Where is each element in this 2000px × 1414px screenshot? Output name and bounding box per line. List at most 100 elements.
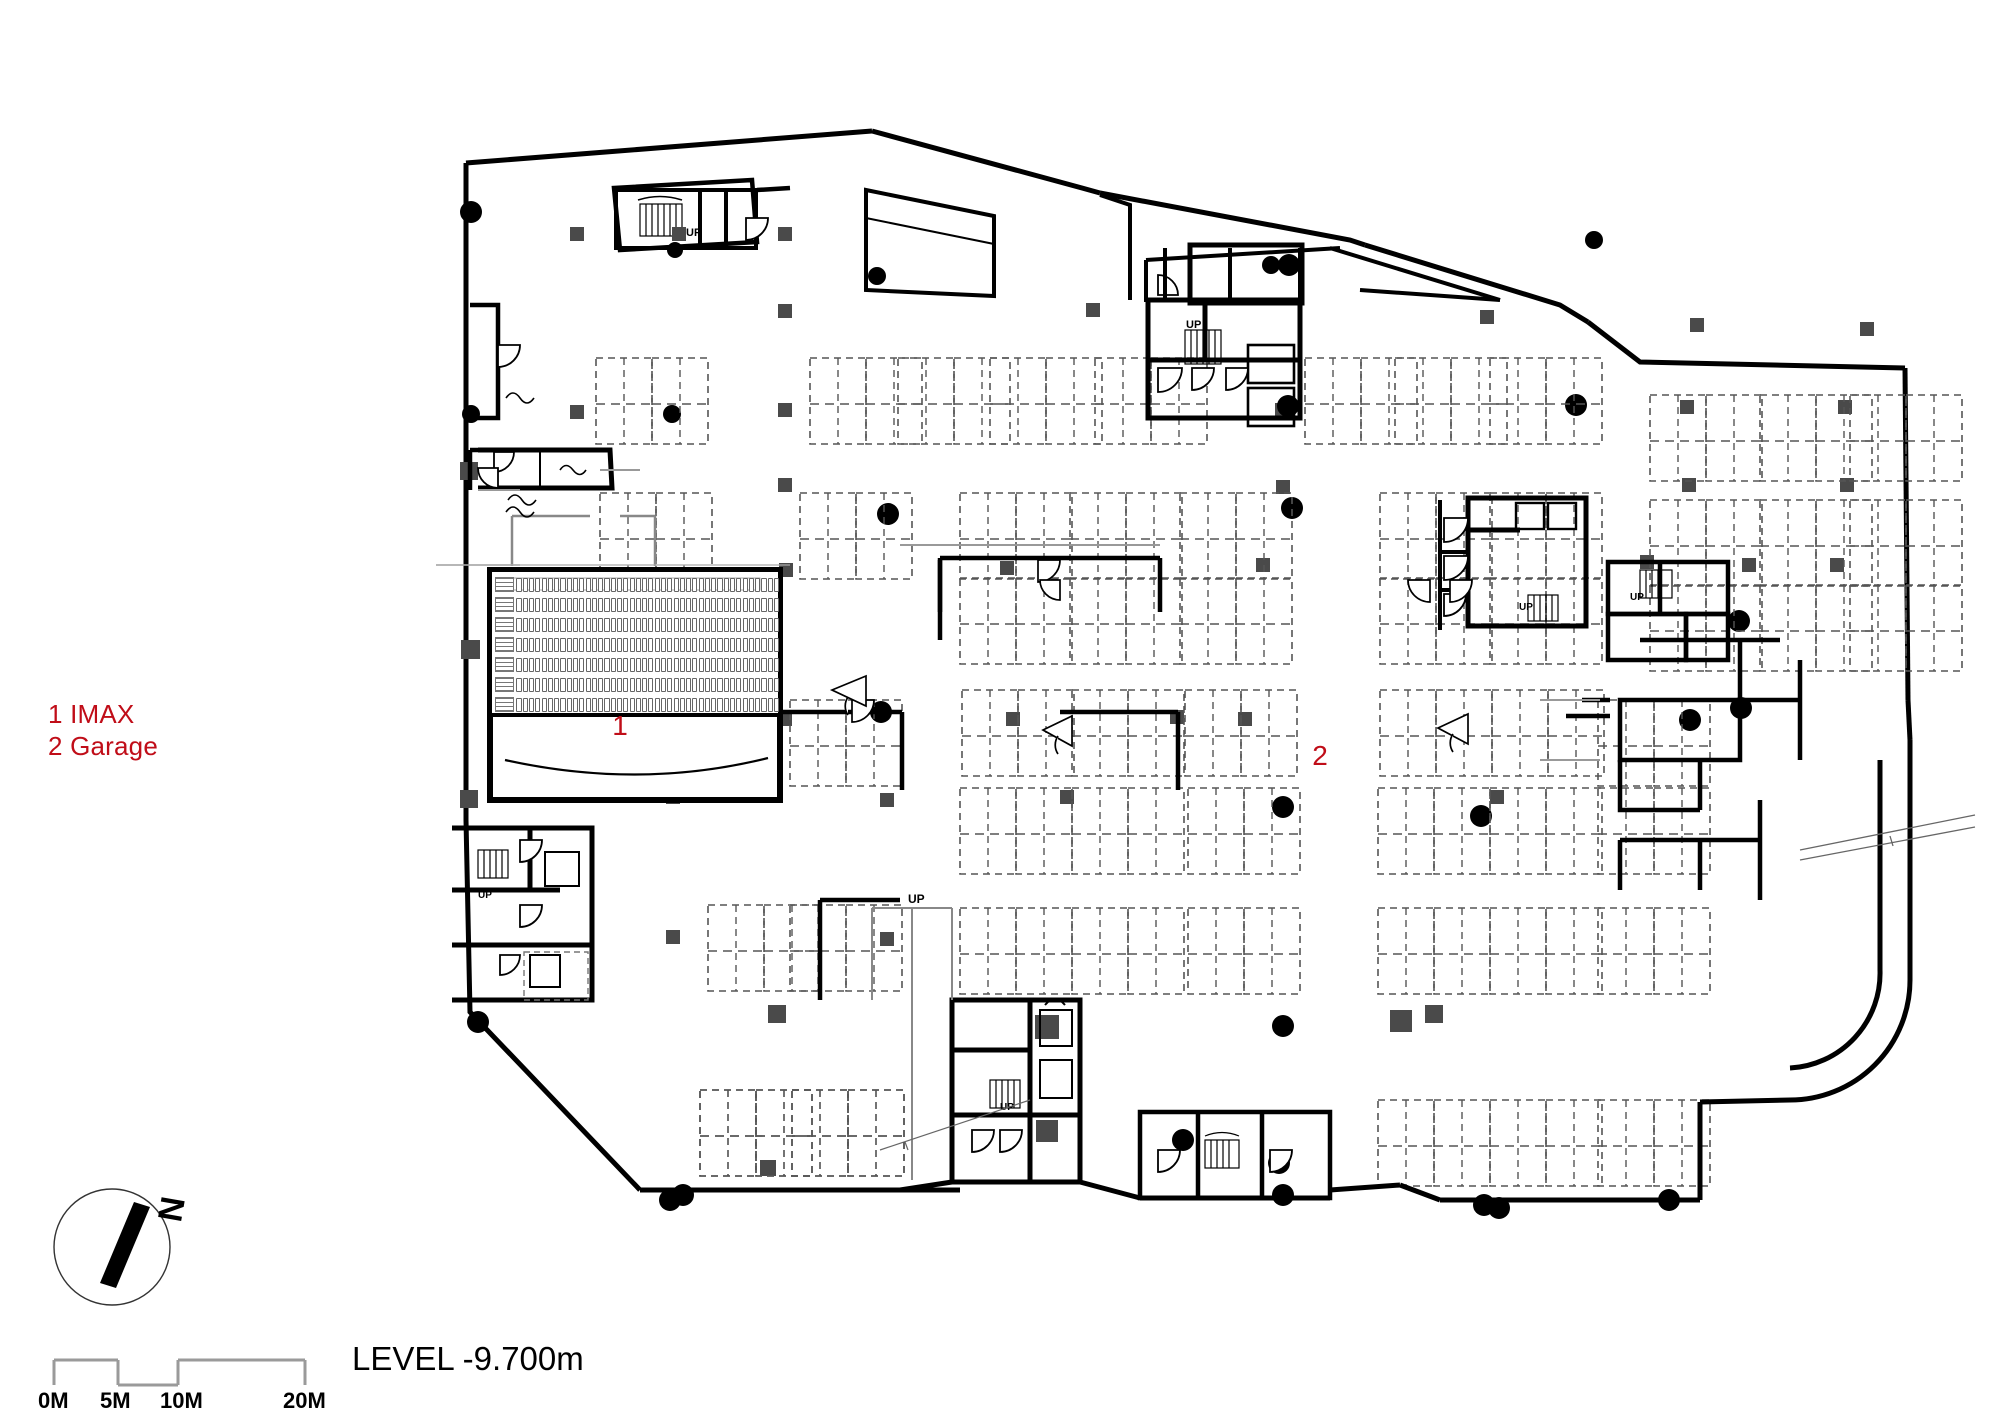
imax-seat: [616, 617, 623, 632]
imax-seat: [635, 597, 641, 612]
imax-seat: [547, 617, 553, 632]
core-left-doors: [499, 839, 543, 976]
imax-seat: [673, 617, 679, 632]
imax-aisle-hatch: [495, 697, 515, 712]
north-arrow-circle: [53, 1188, 171, 1306]
top-door-group: [745, 217, 769, 241]
imax-seat: [730, 577, 736, 592]
parking-bay-row-2: [600, 493, 1962, 586]
imax-seat: [529, 697, 535, 712]
imax-seat: [648, 677, 654, 692]
imax-seat: [698, 617, 704, 632]
imax-seat: [767, 637, 773, 652]
imax-seat: [667, 597, 673, 612]
core-upper-elevators: [1246, 343, 1296, 428]
imax-seat: [673, 637, 679, 652]
imax-seat: [704, 677, 710, 692]
imax-seat: [623, 617, 629, 632]
curved-corner: [1699, 740, 1913, 1105]
imax-seat: [748, 697, 754, 712]
scale-tick-5m: 5M: [100, 1388, 131, 1413]
core-mid-elevators: [1514, 501, 1578, 531]
imax-seat: [541, 617, 547, 632]
imax-seat: [736, 597, 742, 612]
imax-seat: [560, 697, 566, 712]
parking-bay-row-5: [708, 788, 1710, 991]
imax-seat: [629, 697, 635, 712]
imax-seat: [541, 657, 547, 672]
imax-seat: [761, 637, 767, 652]
imax-seat: [585, 677, 591, 692]
bottom-right-stair: [1204, 1131, 1240, 1169]
imax-seat: [522, 597, 528, 612]
imax-seat: [717, 637, 723, 652]
imax-aisle-hatch: [495, 637, 515, 652]
imax-seat: [610, 657, 616, 672]
imax-seat: [673, 657, 679, 672]
imax-seat: [554, 657, 560, 672]
right-rooms: [1617, 637, 1803, 900]
imax-seat: [774, 577, 780, 592]
imax-seat: [598, 617, 604, 632]
imax-seat: [547, 597, 553, 612]
parking-bay-row-6: [960, 908, 1710, 994]
imax-seat: [767, 617, 773, 632]
imax-seat: [610, 677, 616, 692]
imax-seat: [730, 637, 736, 652]
imax-seat: [573, 697, 579, 712]
imax-seat: [566, 637, 572, 652]
imax-seat: [667, 637, 673, 652]
imax-seat: [654, 617, 660, 632]
imax-wall-break: [559, 464, 587, 476]
level-title: LEVEL -9.700m: [352, 1340, 584, 1377]
core-right-stair: [1639, 569, 1673, 599]
imax-seat-row: [495, 597, 780, 612]
imax-wall-break-2: [507, 494, 537, 506]
imax-seat: [748, 617, 754, 632]
imax-seat: [654, 657, 660, 672]
imax-seat: [679, 657, 685, 672]
imax-seat: [654, 697, 660, 712]
imax-seat: [591, 617, 597, 632]
core-left: [452, 825, 595, 1003]
imax-seat: [679, 597, 685, 612]
imax-seat: [566, 597, 572, 612]
core-bottom-fixtures: [1039, 998, 1073, 1099]
legend: 1 IMAX 2 Garage: [48, 698, 158, 762]
imax-seat: [579, 637, 585, 652]
imax-seat: [774, 597, 780, 612]
imax-seat: [541, 677, 547, 692]
legend-item-imax: 1 IMAX: [48, 699, 135, 729]
imax-aisle-hatch: [495, 657, 515, 672]
imax-seat: [522, 677, 528, 692]
imax-seat: [535, 637, 541, 652]
fan-symbols: [829, 674, 1469, 755]
imax-seat: [774, 637, 780, 652]
imax-seat: [723, 677, 729, 692]
imax-seat: [604, 697, 610, 712]
imax-seat: [629, 577, 635, 592]
imax-seat: [547, 637, 553, 652]
imax-seat: [723, 637, 729, 652]
imax-seat: [604, 617, 610, 632]
imax-seat: [648, 657, 654, 672]
imax-seat: [673, 577, 679, 592]
imax-seat: [554, 617, 560, 632]
imax-seat: [616, 697, 623, 712]
left-wall-break-2: [505, 506, 535, 518]
imax-seat: [616, 657, 623, 672]
imax-seat: [591, 637, 597, 652]
imax-seat: [547, 677, 553, 692]
imax-seat: [566, 657, 572, 672]
imax-seat: [698, 637, 704, 652]
imax-seat: [604, 677, 610, 692]
imax-seat: [736, 617, 742, 632]
imax-seat: [742, 597, 748, 612]
imax-seat: [704, 577, 710, 592]
imax-seat: [573, 637, 579, 652]
imax-seat: [742, 577, 748, 592]
imax-seat: [648, 637, 654, 652]
imax-seat: [623, 657, 629, 672]
imax-seat: [730, 697, 736, 712]
imax-seat: [774, 677, 780, 692]
